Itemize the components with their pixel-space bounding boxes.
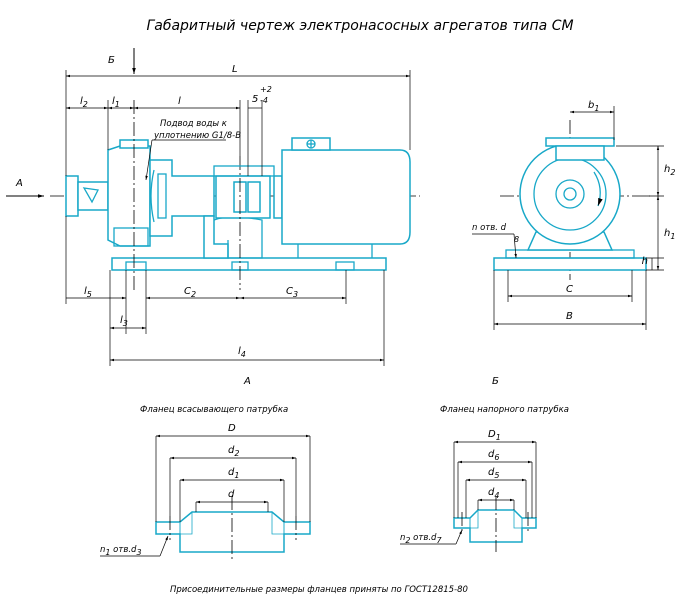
discharge-holes-label: n2 отв.d7 bbox=[400, 533, 442, 545]
front-holes-label: n отв. d bbox=[472, 223, 507, 233]
shaft-bore bbox=[563, 187, 577, 201]
dim-l2-label: l2 bbox=[80, 96, 88, 109]
suction-caption: Фланец всасывающего патрубка bbox=[140, 405, 288, 415]
dim-s-tol-down: -4 bbox=[260, 96, 268, 105]
dim-b1-label: b1 bbox=[588, 100, 599, 113]
view-b-marker: Б bbox=[108, 55, 115, 66]
front-discharge-neck bbox=[555, 145, 605, 161]
suction-flange-body bbox=[155, 511, 311, 553]
suction-flange bbox=[65, 175, 79, 217]
base-foot-3 bbox=[335, 261, 355, 271]
dim-b-label: B bbox=[566, 311, 573, 322]
motor-flange bbox=[273, 175, 283, 219]
water-note-line1: Подвод воды к bbox=[160, 119, 228, 129]
suction-inner bbox=[82, 187, 99, 204]
drawing-title: Габаритный чертеж электронасосных агрега… bbox=[146, 18, 573, 34]
suction-flange-view: А Фланец всасывающего патрубка D d2 d1 d… bbox=[100, 376, 311, 560]
front-base bbox=[493, 257, 647, 271]
discharge-view-label: Б bbox=[492, 376, 499, 387]
base-foot-1 bbox=[125, 261, 147, 271]
dim-l-label: l bbox=[178, 96, 181, 107]
suction-nozzle bbox=[77, 181, 109, 211]
suction-dim-d1-label: d1 bbox=[228, 467, 239, 480]
dim-h1-label: h1 bbox=[664, 228, 675, 241]
suction-dim-D-label: D bbox=[228, 423, 236, 434]
casing-lower bbox=[113, 227, 149, 247]
discharge-flange-view: Б Фланец напорного патрубка D1 d6 d5 d4 … bbox=[400, 376, 569, 552]
front-view: b1 h2 h1 h n отв. d 8 C B bbox=[472, 100, 675, 330]
base-frame bbox=[111, 257, 387, 271]
front-discharge-flange bbox=[545, 137, 615, 147]
bracket-support bbox=[203, 215, 229, 259]
guard-top bbox=[213, 165, 275, 177]
water-note-line2: уплотнению G1/8-B bbox=[153, 131, 241, 141]
suction-holes-label: n1 отв.d3 bbox=[100, 545, 142, 557]
suction-view-label: А bbox=[243, 376, 251, 387]
dim-c-label: C bbox=[566, 284, 573, 295]
dim-l4-label: l4 bbox=[238, 346, 246, 359]
discharge-caption: Фланец напорного патрубка bbox=[440, 405, 569, 415]
shaft-hub bbox=[555, 179, 585, 209]
dim-l5-label: l5 bbox=[84, 286, 92, 299]
seal-curve bbox=[150, 169, 155, 223]
front-b-small: 8 bbox=[514, 235, 519, 244]
dim-s-label: 5 bbox=[252, 94, 258, 105]
dim-l1-label: l1 bbox=[112, 96, 120, 109]
coupling-half-2 bbox=[247, 181, 261, 213]
view-a-marker: А bbox=[15, 178, 23, 189]
discharge-dim-d6-label: d6 bbox=[488, 449, 499, 462]
suction-dim-d-label: d bbox=[228, 489, 235, 500]
dim-c3-label: C3 bbox=[286, 286, 298, 299]
discharge-dim-d4-label: d4 bbox=[488, 487, 499, 500]
motor-body bbox=[281, 149, 411, 245]
rotation-arrow bbox=[593, 171, 603, 207]
dim-h-label: h bbox=[642, 256, 648, 267]
seal-box bbox=[157, 173, 167, 219]
footnote: Присоединительные размеры фланцев принят… bbox=[170, 585, 468, 595]
dim-L-label: L bbox=[232, 64, 238, 75]
dim-h2-label: h2 bbox=[664, 164, 675, 177]
dim-c2-label: C2 bbox=[184, 286, 196, 299]
suction-dim-d2-label: d2 bbox=[228, 445, 239, 458]
dim-s-tol-up: +2 bbox=[260, 85, 272, 94]
dim-l3-label: l3 bbox=[120, 315, 128, 328]
discharge-dim-D1-label: D1 bbox=[488, 429, 501, 442]
side-view: Б А bbox=[6, 48, 420, 366]
water-note-leader bbox=[145, 139, 153, 181]
discharge-dim-d5-label: d5 bbox=[488, 467, 499, 480]
